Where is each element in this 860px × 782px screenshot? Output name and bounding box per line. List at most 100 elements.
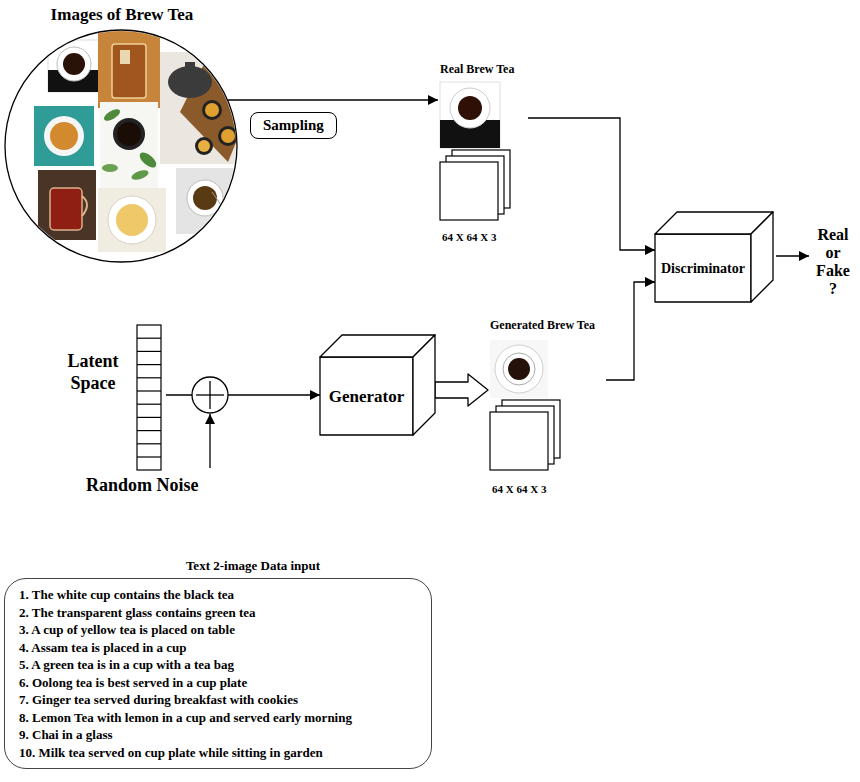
latent-vector-cells bbox=[137, 338, 161, 339]
generated-sample: Generated Brew Tea 64 X 64 X 3 bbox=[488, 318, 606, 498]
generator-box: Generator bbox=[320, 335, 435, 435]
text-slot: Discriminator bbox=[655, 234, 751, 302]
latent-vector-cells bbox=[137, 364, 161, 365]
tensor-stack bbox=[440, 150, 510, 220]
latent-vector-cells bbox=[137, 417, 161, 418]
flow-arrow bbox=[166, 394, 320, 395]
tensor-stack bbox=[490, 400, 560, 470]
rounded-frame: 1. The white cup contains the black tea2… bbox=[4, 578, 432, 769]
tea-photo bbox=[57, 47, 91, 81]
tea-photo bbox=[50, 188, 82, 230]
pool-outline bbox=[3, 4, 241, 266]
text-slot: Sampling bbox=[250, 112, 337, 139]
latent-vector-cells bbox=[137, 351, 161, 352]
tea-photo bbox=[112, 44, 146, 98]
tea-photo bbox=[82, 196, 87, 216]
flow-arrow bbox=[435, 374, 488, 406]
noise-label: Random Noise bbox=[86, 474, 199, 497]
block-label: Generator bbox=[329, 386, 405, 407]
block-label: Discriminator bbox=[661, 259, 745, 278]
text-slot: 64 X 64 X 3 bbox=[442, 230, 496, 244]
latent-vector-cells bbox=[137, 390, 161, 391]
tea-photo bbox=[98, 188, 166, 252]
prompt-line: 9. Chai in a glass bbox=[19, 726, 417, 744]
tea-photo bbox=[48, 40, 100, 92]
block-face bbox=[320, 357, 413, 435]
tea-photo bbox=[130, 168, 150, 182]
vector-label: Latent Space bbox=[62, 350, 124, 394]
tea-photo bbox=[98, 188, 166, 252]
tea-photo bbox=[38, 170, 96, 240]
pool-outline bbox=[5, 30, 237, 262]
tea-photo bbox=[34, 106, 94, 166]
tea-photo bbox=[44, 116, 84, 156]
tea-photo bbox=[98, 26, 160, 108]
text-slot: Real or Fake ? bbox=[812, 226, 854, 298]
noise-arrow bbox=[209, 414, 210, 468]
text-slot: Images of Brew Tea bbox=[3, 4, 241, 25]
latent-vector-cells bbox=[137, 325, 161, 470]
tea-photo bbox=[218, 126, 238, 146]
prompt-line: 1. The white cup contains the black tea bbox=[19, 586, 417, 604]
sum-junction bbox=[192, 377, 228, 413]
text-slot: 64 X 64 X 3 bbox=[492, 482, 546, 496]
sample-heading: Generated Brew Tea bbox=[490, 318, 595, 333]
sum-junction bbox=[192, 377, 228, 413]
tea-photo bbox=[198, 140, 210, 152]
latent-vector-cells bbox=[137, 325, 161, 470]
generated-tea-image bbox=[490, 340, 548, 398]
tea-photo bbox=[116, 204, 148, 236]
real-tea-image bbox=[458, 96, 482, 120]
tea-photo bbox=[38, 170, 96, 240]
block-face bbox=[413, 335, 435, 435]
tea-photo bbox=[98, 26, 160, 108]
tea-photo bbox=[160, 52, 248, 164]
prompt-line: 2. The transparent glass contains green … bbox=[19, 604, 417, 622]
output-arrow bbox=[776, 255, 809, 256]
tea-photo bbox=[168, 66, 212, 98]
real-tea-image bbox=[440, 82, 500, 148]
tea-photo bbox=[100, 102, 158, 188]
tensor-stack bbox=[440, 162, 498, 220]
prompt-line: 6. Oolong tea is best served in a cup pl… bbox=[19, 674, 417, 692]
text-input-box: Text 2-image Data input 1. The white cup … bbox=[4, 556, 432, 769]
tea-photo bbox=[117, 122, 141, 146]
latent-vector-cells bbox=[137, 456, 161, 457]
prompt-line: 5. A green tea is in a cup with a tea ba… bbox=[19, 656, 417, 674]
box-heading: Text 2-image Data input bbox=[186, 558, 320, 574]
tea-photo bbox=[50, 122, 78, 150]
image-pool: Images of Brew Tea bbox=[3, 4, 241, 266]
tea-photo bbox=[113, 118, 145, 150]
flow-arrow bbox=[227, 99, 438, 100]
tea-photo bbox=[34, 106, 94, 166]
tea-photo bbox=[48, 40, 100, 92]
tea-photo bbox=[34, 26, 248, 252]
sample-heading: Real Brew Tea bbox=[440, 62, 514, 77]
flow-arrow bbox=[606, 282, 655, 380]
discriminator-box: Discriminator bbox=[655, 212, 773, 302]
block-face bbox=[655, 234, 751, 302]
latent-vector-cells bbox=[137, 404, 161, 405]
tea-photo bbox=[137, 150, 159, 171]
real-tea-image bbox=[450, 88, 490, 128]
pool-heading: Images of Brew Tea bbox=[3, 4, 241, 25]
text-slot: Text 2-image Data input bbox=[4, 556, 432, 574]
tea-photo bbox=[160, 52, 248, 164]
sum-junction bbox=[209, 381, 210, 409]
prompt-line: 7. Ginger tea served during breakfast wi… bbox=[19, 691, 417, 709]
latent-vector: Latent Space bbox=[62, 322, 166, 472]
block-outline bbox=[320, 335, 435, 435]
prompt-line: 3. A cup of yellow tea is placed on tabl… bbox=[19, 621, 417, 639]
tensor-stack bbox=[490, 412, 548, 470]
generated-tea-image bbox=[503, 353, 535, 385]
tea-photo bbox=[195, 137, 213, 155]
latent-vector-cells bbox=[137, 443, 161, 444]
tea-photo bbox=[205, 103, 219, 117]
text-slot: Random Noise bbox=[86, 474, 199, 497]
real-sample: Real Brew Tea 64 X 64 X 3 bbox=[438, 62, 528, 248]
dimension-label: 64 X 64 X 3 bbox=[442, 230, 496, 244]
tea-photo bbox=[185, 62, 195, 68]
text-slot: Latent Space bbox=[62, 350, 124, 394]
tea-photo bbox=[222, 212, 232, 226]
generated-tea-image bbox=[495, 345, 543, 393]
